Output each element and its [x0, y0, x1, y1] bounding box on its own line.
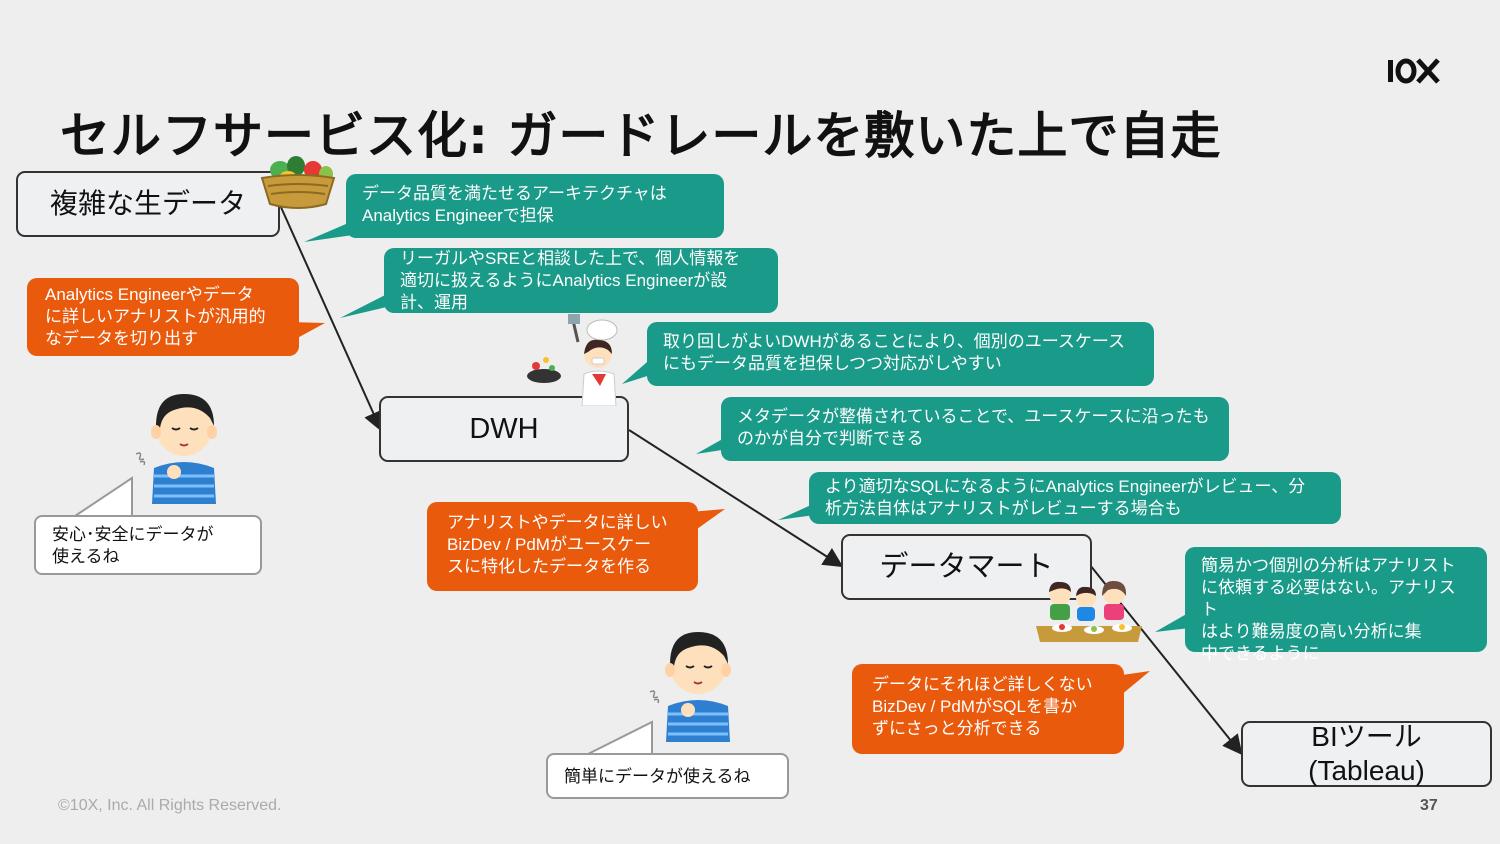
person-relieved-icon — [135, 394, 217, 504]
bubble-simple: 簡易かつ個別の分析はアナリスト に依頼する必要はない。アナリスト はより難易度の… — [1185, 547, 1487, 663]
bubble-analyst: アナリストやデータに詳しい BizDev / PdMがユースケー スに特化したデ… — [427, 502, 698, 591]
page-title: セルフサービス化: ガードレールを敷いた上で自走 — [60, 107, 1222, 165]
speech-tail-safe — [68, 476, 133, 519]
bubble-legal-line1: リーガルやSREと相談した上で、個人情報を — [400, 249, 741, 268]
bubble-quality-line2: Analytics Engineerで担保 — [362, 206, 554, 225]
bubble-quality-line1: データ品質を満たせるアーキテクチャは — [362, 184, 667, 203]
arrow-dwh-to-mart — [628, 429, 844, 568]
bubble-novice-line2: BizDev / PdMがSQLを書か — [872, 697, 1077, 716]
dwh-node: DWH — [379, 396, 629, 462]
bubble-extract-line3: なデータを切り出す — [45, 329, 198, 348]
bubble-legal-line3: 計、運用 — [400, 293, 468, 312]
speech-safe: 安心･安全にデータが 使えるね — [34, 515, 262, 575]
company-logo — [1386, 56, 1444, 90]
raw-data-label: 複雑な生データ — [49, 188, 246, 220]
bubble-extract: Analytics Engineerやデータ に詳しいアナリストが汎用的 なデー… — [27, 278, 299, 356]
bubble-novice: データにそれほど詳しくない BizDev / PdMがSQLを書か ずにさっと分… — [852, 664, 1124, 754]
person-happy-icon — [649, 632, 731, 742]
raw-data-node: 複雑な生データ — [16, 171, 280, 237]
page-number: 37 — [1420, 797, 1438, 814]
10x-logo-icon — [1388, 58, 1440, 84]
chef-cooking-icon — [527, 314, 618, 406]
tail-simple — [1155, 612, 1190, 632]
bubble-dwh-easy-line2: にもデータ品質を担保しつつ対応がしやすい — [663, 354, 1002, 373]
bubble-metadata-line1: メタデータが整備されていることで、ユースケースに沿ったも — [737, 407, 1210, 426]
speech-safe-line1: 安心･安全にデータが — [52, 525, 214, 545]
bi-tool-label-line1: BIツール — [1311, 721, 1422, 752]
bubble-novice-line3: ずにさっと分析できる — [872, 719, 1042, 738]
bubble-extract-line2: に詳しいアナリストが汎用的 — [45, 307, 266, 326]
bubble-simple-line4: 中できるように — [1201, 644, 1320, 663]
bubble-legal-line2: 適切に扱えるようにAnalytics Engineerが設 — [400, 271, 728, 290]
tail-legal — [340, 290, 395, 318]
speech-easy-line1: 簡単にデータが使えるね — [564, 767, 751, 787]
vegetable-basket-icon — [260, 156, 336, 209]
kids-eating-icon — [1036, 580, 1142, 642]
bubble-analyst-line1: アナリストやデータに詳しい — [447, 513, 668, 532]
bubble-sql-review: より適切なSQLになるようにAnalytics Engineerがレビュー、分 … — [809, 472, 1341, 524]
bi-tool-label-line2: (Tableau) — [1308, 755, 1425, 786]
bubble-simple-line2: に依頼する必要はない。アナリスト — [1201, 578, 1456, 619]
bubble-metadata-line2: のかが自分で判断できる — [737, 429, 924, 448]
bubble-extract-line1: Analytics Engineerやデータ — [45, 285, 254, 304]
bubble-dwh-easy: 取り回しがよいDWHがあることにより、個別のユースケース にもデータ品質を担保し… — [647, 322, 1154, 386]
bubble-simple-line3: はより難易度の高い分析に集 — [1201, 622, 1422, 641]
speech-tail-easy — [585, 720, 653, 756]
dwh-label: DWH — [469, 412, 539, 445]
speech-safe-line2: 使えるね — [52, 547, 120, 567]
bubble-analyst-line3: スに特化したデータを作る — [447, 557, 651, 576]
copyright-footer: ©10X, Inc. All Rights Reserved. — [58, 797, 282, 814]
bubble-sql-review-line2: 析方法自体はアナリストがレビューする場合も — [825, 499, 1182, 518]
bi-tool-node: BIツール (Tableau) — [1241, 721, 1492, 787]
bubble-novice-line1: データにそれほど詳しくない — [872, 675, 1093, 694]
arrow-raw-to-dwh — [279, 204, 383, 432]
bubble-analyst-line2: BizDev / PdMがユースケー — [447, 535, 652, 554]
data-mart-label: データマート — [879, 550, 1054, 583]
tail-analyst — [690, 509, 725, 534]
bubble-sql-review-line1: より適切なSQLになるようにAnalytics Engineerがレビュー、分 — [825, 477, 1306, 496]
bubble-quality: データ品質を満たせるアーキテクチャは Analytics Engineerで担保 — [346, 174, 724, 238]
bubble-legal: リーガルやSREと相談した上で、個人情報を 適切に扱えるようにAnalytics… — [384, 248, 778, 313]
bubble-dwh-easy-line1: 取り回しがよいDWHがあることにより、個別のユースケース — [663, 332, 1126, 351]
bubble-simple-line1: 簡易かつ個別の分析はアナリスト — [1201, 556, 1456, 575]
speech-easy: 簡単にデータが使えるね — [546, 753, 789, 799]
bubble-metadata: メタデータが整備されていることで、ユースケースに沿ったも のかが自分で判断できる — [721, 397, 1229, 461]
